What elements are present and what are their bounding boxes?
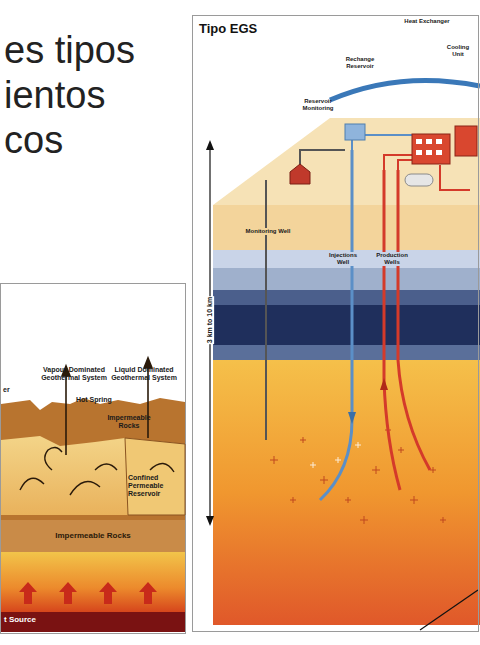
node-heading: Impermeable Rocks (5, 531, 181, 540)
system-label: Vapour Dominated Geothermal System (38, 366, 110, 382)
well-label: Monitoring Well (244, 228, 292, 235)
dimension-label: 3 km to 10 km (206, 296, 214, 344)
feature-label: Hot Spring (76, 396, 112, 404)
reservoir-label: Confined Permeable Reservoir (128, 474, 184, 498)
egs-panel: Tipo EGS (192, 15, 479, 632)
rock-band: Impermeable Rocks (1, 520, 185, 552)
equipment-label: Rechange Reservoir (334, 56, 386, 70)
slide-title: es tipos ientos cos (4, 28, 164, 163)
equipment-label: Cooling Unit (441, 44, 475, 58)
equipment-label: Heat Exchanger (404, 18, 450, 25)
egs-illustration (206, 80, 480, 630)
well-label: Injections Well (322, 252, 364, 266)
heat-source-band: t Source (1, 612, 185, 632)
node-heading: Tipo EGS (199, 22, 472, 37)
left-illustration (1, 284, 186, 634)
system-label: Liquid Dominated Geothermal System (108, 366, 180, 382)
well-label: Production Wells (368, 252, 416, 266)
cut-label: er (3, 386, 10, 394)
node-heading: t Source (4, 615, 182, 624)
rock-label: Impermeable Rocks (104, 414, 154, 430)
equipment-label: Reservoir Monitoring (292, 98, 344, 112)
